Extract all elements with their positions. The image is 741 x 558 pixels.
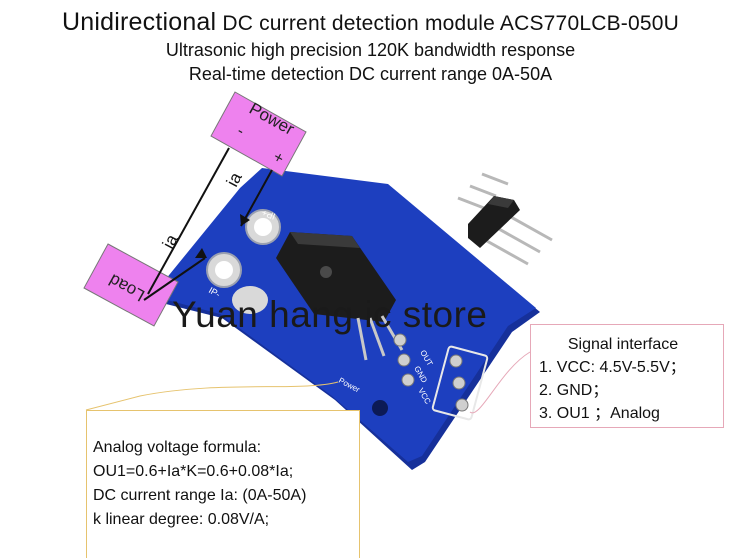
ip-plus-pad	[245, 209, 281, 245]
title-rest: DC current detection module ACS770LCB-05…	[222, 12, 679, 35]
formula-box: Analog voltage formula: OU1=0.6+Ia*K=0.6…	[86, 410, 360, 558]
formula-line: Analog voltage formula:	[93, 439, 262, 456]
power-label: Power - +	[210, 91, 307, 177]
subtitle: Ultrasonic high precision 120K bandwidth…	[165, 40, 576, 60]
title-emphasis: Unidirectional	[62, 8, 217, 36]
formula-line: OU1=0.6+Ia*K=0.6+0.08*Ia;	[93, 463, 294, 480]
current-path	[143, 147, 273, 301]
load-label: Load	[83, 243, 179, 327]
ip-minus-pad	[206, 252, 242, 288]
silk-ip-plus: IP+	[260, 207, 276, 221]
signal-interface-item: 3. OU1 ；Analog	[539, 405, 660, 422]
silk-ip-minus: IP-	[207, 285, 222, 299]
store-watermark: Yuan hang ic store	[172, 294, 488, 335]
page-title: Unidirectional DC current detection modu…	[0, 8, 741, 37]
signal-pin-pads	[372, 333, 489, 421]
formula-line: k linear degree: 0.08V/A;	[93, 511, 270, 528]
formula-line: DC current range Ia: (0A-50A)	[93, 487, 307, 504]
signal-callout-line	[469, 351, 531, 414]
formula-callout-line	[85, 381, 339, 411]
signal-interface-item: 1. VCC: 4.5V-5.5V；	[539, 359, 686, 376]
signal-interface-heading: Signal interface	[567, 336, 679, 353]
header-pins	[457, 172, 553, 266]
current-arrows	[195, 214, 250, 258]
signal-interface-box: Signal interface 1. VCC: 4.5V-5.5V； 2. G…	[530, 324, 724, 428]
range-line: Real-time detection DC current range 0A-…	[188, 64, 553, 84]
sensor-chip	[276, 232, 404, 361]
lower-pad	[232, 286, 268, 314]
ia-left-label: ia	[159, 231, 182, 252]
signal-interface-item: 2. GND；	[539, 382, 609, 399]
